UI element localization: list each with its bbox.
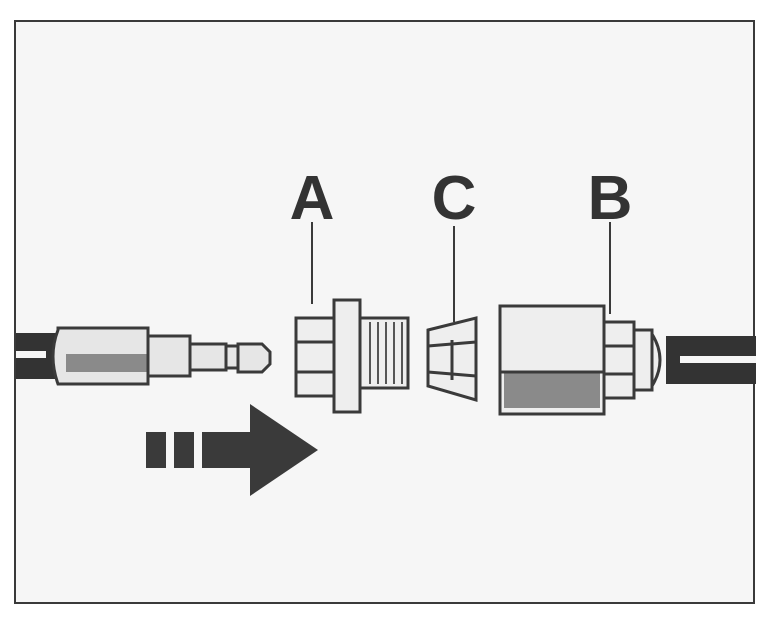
direction-arrow [146,404,318,496]
plug-connector [51,326,272,386]
leader-lines [311,222,611,322]
right-cable [666,336,756,384]
label-c: C [431,164,477,233]
part-a-fitting [294,298,410,414]
part-b-nut [498,304,662,416]
label-b: B [587,164,633,233]
label-a: A [289,164,335,233]
diagram-frame [14,20,755,604]
part-c-collet [426,316,478,402]
